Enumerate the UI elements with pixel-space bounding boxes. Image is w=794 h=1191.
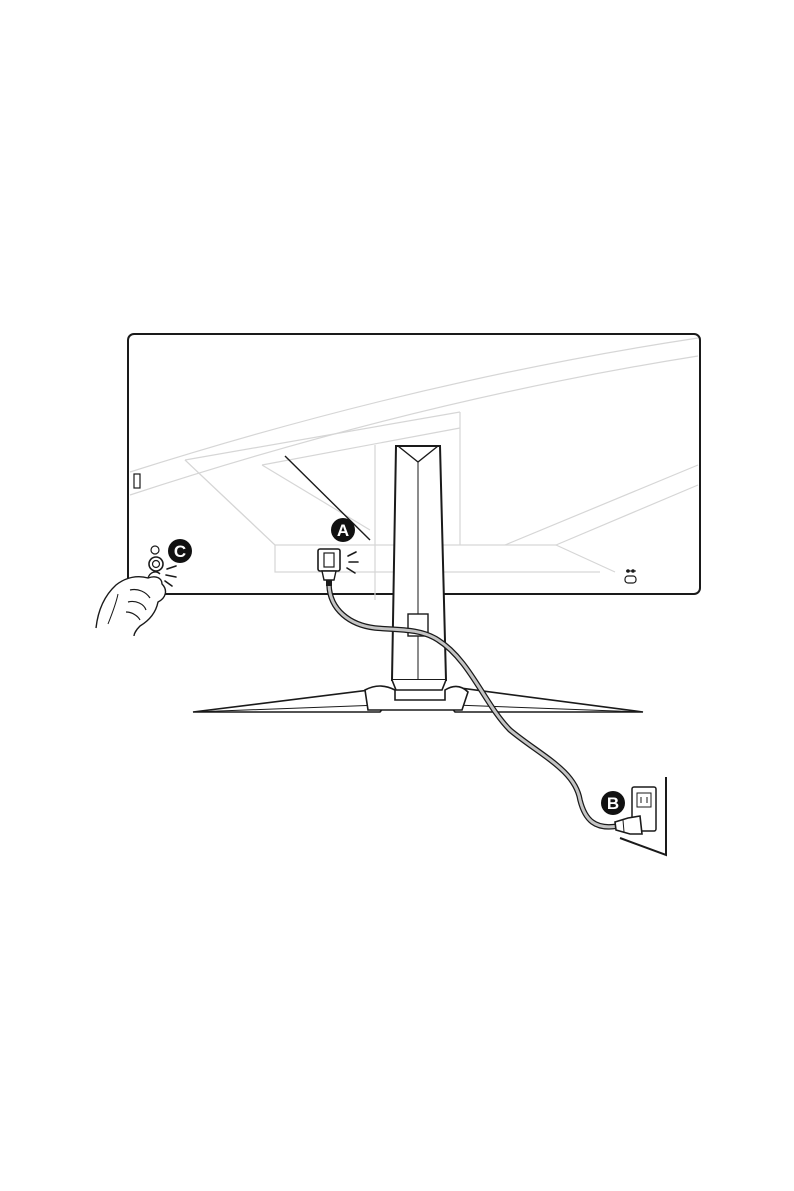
callout-c-label: C (174, 542, 186, 561)
callout-a: A (331, 518, 355, 542)
callout-b-label: B (607, 794, 619, 813)
wall-outlet-icon (620, 777, 666, 855)
callout-b: B (601, 791, 625, 815)
hand-icon (96, 572, 165, 636)
plug-icon (615, 816, 642, 834)
callout-a-label: A (337, 521, 349, 540)
callout-c: C (168, 539, 192, 563)
